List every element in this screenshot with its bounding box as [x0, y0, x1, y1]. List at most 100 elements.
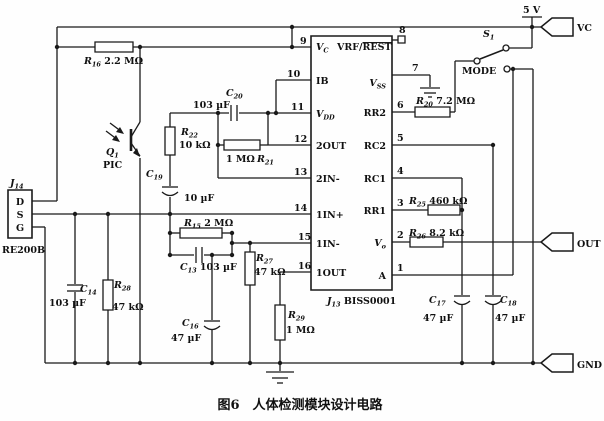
phototransistor-q1 [106, 122, 140, 157]
c18-value: 47 µF [495, 313, 525, 324]
c13-label: C13 103 µF [180, 262, 237, 275]
pin-num-3: 3 [397, 198, 404, 209]
c14-value: 103 µF [49, 298, 86, 309]
switch-contact-mode [503, 65, 511, 73]
c19-value: 10 µF [184, 193, 214, 204]
capacitor-c20 [231, 105, 237, 121]
resistor-r16 [95, 42, 133, 52]
switch-contact-top [502, 44, 510, 52]
r15-label: R15 2 MΩ [183, 218, 234, 231]
pin-num-12: 12 [294, 134, 307, 145]
resistor-r27 [245, 252, 255, 285]
q1-type: PIC [103, 160, 123, 171]
ic-pin-rr2: RR2 [364, 108, 386, 119]
pin-num-9: 9 [300, 36, 307, 47]
r16-label: R16 2.2 MΩ [83, 56, 144, 69]
pin-s: S [17, 210, 24, 221]
pin-num-1: 1 [397, 263, 404, 274]
capacitor-c18 [485, 296, 501, 305]
s1-label: S1 [483, 29, 494, 42]
r22-value: 10 kΩ [179, 140, 211, 151]
switch-contact-throw [473, 57, 481, 65]
ic-pin-2out: 2OUT [316, 141, 346, 152]
r29-label: R29 [287, 310, 305, 323]
c16-value: 47 µF [171, 333, 201, 344]
r20-label: R20 7.2 MΩ [415, 96, 476, 109]
resistor-r26 [410, 237, 443, 247]
r21-value: 1 MΩ [226, 154, 255, 165]
q1-label: Q1 [106, 147, 119, 160]
c18-label: C18 [500, 295, 517, 308]
pin-num-4: 4 [397, 166, 404, 177]
ground-symbol-bottom [266, 363, 294, 383]
pin-num-8: 8 [399, 25, 406, 36]
resistor-r29 [275, 305, 285, 340]
ic-pin-1in-: 1IN- [316, 239, 340, 250]
resistor-r22 [165, 127, 175, 155]
c17-value: 47 µF [423, 313, 453, 324]
pin-d: D [16, 197, 24, 208]
r28-label: R28 [113, 280, 131, 293]
ground-symbol-pin7 [420, 88, 440, 97]
gnd-label: GND [577, 360, 602, 371]
pin-num-13: 13 [294, 167, 307, 178]
ic-pin-1in+: 1IN+ [316, 210, 344, 221]
capacitor-c17 [454, 296, 470, 305]
connector-gnd [541, 354, 573, 372]
c19-label: C19 [146, 169, 163, 182]
pin-num-5: 5 [397, 133, 404, 144]
pin-num-6: 6 [397, 100, 404, 111]
resistor-r20 [415, 107, 450, 117]
resistor-r28 [103, 280, 113, 310]
capacitor-c14 [67, 285, 83, 291]
ic-name: J13 BISS0001 [325, 296, 396, 309]
ic-pin-a: A [378, 271, 387, 282]
ic-body [311, 36, 392, 290]
c20-value: 103 µF [193, 100, 230, 111]
pin-num-11: 11 [291, 102, 304, 113]
sensor-body [8, 190, 32, 238]
capacitor-c13 [196, 247, 202, 263]
resistor-r15 [180, 228, 222, 238]
pin-num-14: 14 [294, 203, 308, 214]
c17-label: C17 [429, 295, 446, 308]
r29-value: 1 MΩ [286, 325, 315, 336]
r27-value: 47 kΩ [254, 267, 286, 278]
ic-pin-rc2: RC2 [364, 141, 386, 152]
pin-g: G [16, 223, 24, 234]
c20-label: C20 [226, 88, 243, 101]
supply-label: 5 V [523, 5, 541, 16]
ic-pin-ib: IB [316, 76, 328, 87]
connector-vc [541, 18, 573, 36]
ic-biss0001 [311, 36, 392, 290]
ic-pin-vc: VC [316, 42, 329, 55]
resistor-r21 [224, 140, 260, 150]
out-label: OUT [577, 239, 601, 250]
r22-label: R22 [180, 127, 198, 140]
figure-caption: 图6 人体检测模块设计电路 [217, 397, 383, 413]
ic-pin-1out: 1OUT [316, 268, 346, 279]
vc-label: VC [576, 23, 592, 34]
junction-dots [54, 24, 536, 366]
ic-pin-2in-: 2IN- [316, 174, 340, 185]
r26-label: R26 8.2 kΩ [408, 228, 465, 241]
r21-label: R21 [256, 154, 274, 167]
wires [32, 17, 542, 363]
pin-num-15: 15 [298, 232, 311, 243]
pin-num-16: 16 [298, 261, 312, 272]
pin-num-2: 2 [397, 230, 404, 241]
ic-pin-vss: VSS [369, 78, 386, 91]
c16-label: C16 [182, 318, 199, 331]
re200b-label: RE200B [2, 245, 45, 256]
capacitor-c16 [204, 321, 220, 330]
ic-pin-vrf: VRF/REST [336, 42, 392, 53]
ic-pin-vdd: VDD [316, 109, 335, 122]
switch-s1 [473, 44, 511, 73]
ic-pin-rc1: RC1 [364, 174, 386, 185]
pin-num-10: 10 [287, 69, 301, 80]
r27-label: R27 [255, 253, 273, 266]
c14-label: C14 [80, 284, 97, 297]
